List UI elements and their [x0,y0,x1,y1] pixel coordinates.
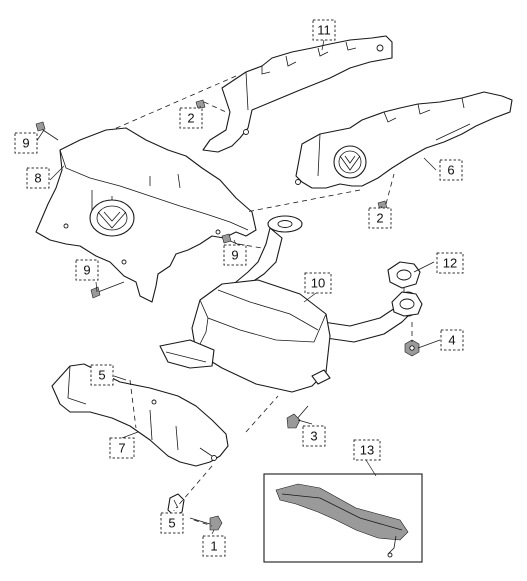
fastener-bolt-9-top [35,121,59,141]
svg-text:10: 10 [311,276,325,291]
part-12-gasket [387,261,423,317]
fastener-screw-2-top [195,99,206,110]
callout-10: 10 [304,272,332,294]
callout-5-top: 5 [90,364,114,386]
svg-text:13: 13 [360,443,374,458]
part-7-heat-shield [51,363,229,467]
svg-text:7: 7 [118,441,125,456]
fastener-bolt-9-mid [221,233,243,247]
callout-9-low: 9 [75,259,99,281]
part-10-muffler [159,279,331,393]
callout-13: 13 [353,439,381,461]
part-8-heat-shield [35,127,257,303]
svg-text:2: 2 [187,111,194,126]
callout-2-top: 2 [179,107,203,129]
callout-7: 7 [109,437,135,459]
svg-text:4: 4 [448,333,455,348]
callout-6: 6 [439,159,463,181]
callout-2-right: 2 [368,207,392,229]
fastener-clip-5 [167,493,185,517]
svg-text:3: 3 [310,429,317,444]
callout-11: 11 [312,19,336,41]
svg-text:12: 12 [443,256,457,271]
callout-8: 8 [26,167,50,189]
brand-logo-right [333,145,367,179]
svg-text:5: 5 [168,516,175,531]
fastener-bolt-1 [189,515,223,531]
svg-text:2: 2 [376,211,383,226]
callout-5-bottom: 5 [160,512,184,534]
assembly-lines [111,75,413,527]
callout-9-mid: 9 [223,244,247,266]
callout-1: 1 [202,535,226,557]
part-4-nut [404,339,420,357]
part-11-bracket [202,35,393,153]
svg-text:5: 5 [98,368,105,383]
brand-logo-left [89,199,135,237]
svg-text:1: 1 [210,539,217,554]
svg-text:6: 6 [447,163,454,178]
callout-12: 12 [436,252,464,274]
svg-text:9: 9 [22,136,29,151]
callout-3: 3 [302,425,326,447]
svg-text:8: 8 [34,171,41,186]
callout-9-top: 9 [14,132,38,154]
part-13-inset [263,473,423,563]
svg-text:9: 9 [231,248,238,263]
svg-text:9: 9 [83,263,90,278]
callout-4: 4 [440,329,464,351]
svg-text:11: 11 [317,23,331,38]
fastener-bolt-9-low [90,281,125,299]
part-6-heat-shield [295,91,513,189]
fastener-bolt-3 [286,405,309,429]
